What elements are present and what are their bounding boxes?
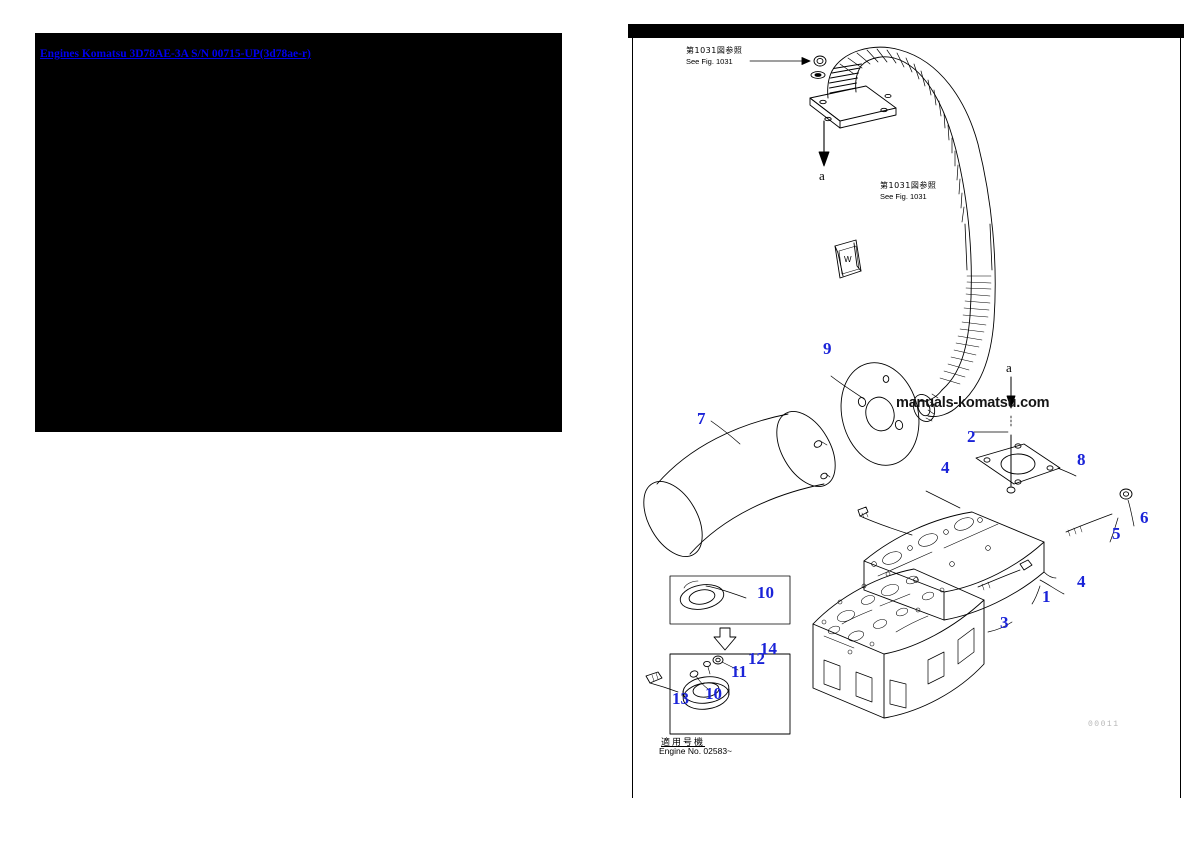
callout-4-upper[interactable]: 4 bbox=[941, 458, 950, 477]
see-fig-1031-mid-en: See Fig. 1031 bbox=[880, 192, 927, 201]
section-marker-a: a bbox=[819, 168, 825, 183]
diagram-top-band bbox=[628, 24, 1184, 38]
callout-11[interactable]: 11 bbox=[731, 662, 748, 681]
callout-4-lower[interactable]: 4 bbox=[1077, 572, 1086, 591]
callout-9[interactable]: 9 bbox=[823, 339, 832, 358]
document-viewer-panel: Engines Komatsu 3D78AE-3A S/N 00715-UP(3… bbox=[35, 33, 562, 432]
callout-6[interactable]: 6 bbox=[1140, 508, 1149, 527]
parts-diagram-panel: 第1031図参照 See Fig. 1031 第1031図参照 See Fig.… bbox=[628, 24, 1184, 799]
see-fig-1031-top-jp: 第1031図参照 bbox=[686, 46, 743, 55]
exhaust-system-exploded-drawing bbox=[643, 46, 1135, 735]
see-fig-1031-top-en: See Fig. 1031 bbox=[686, 57, 733, 66]
drawing-corner-code: 00011 bbox=[1088, 720, 1120, 729]
callout-8[interactable]: 8 bbox=[1077, 450, 1086, 469]
applicable-models-note-en: Engine No. 02583~ bbox=[659, 746, 733, 756]
callout-5[interactable]: 5 bbox=[1112, 524, 1121, 543]
watermark-text: manuals-komatsu.com bbox=[896, 395, 1050, 411]
applicable-models-note-jp: 適用号機 bbox=[661, 738, 706, 748]
callout-10-lower[interactable]: 10 bbox=[705, 684, 722, 703]
callout-2[interactable]: 2 bbox=[967, 427, 976, 446]
callout-1[interactable]: 1 bbox=[1042, 587, 1051, 606]
callout-12[interactable]: 12 bbox=[748, 649, 765, 668]
document-title-link[interactable]: Engines Komatsu 3D78AE-3A S/N 00715-UP(3… bbox=[40, 48, 311, 60]
diagram-frame-left-border bbox=[632, 38, 633, 798]
callout-3[interactable]: 3 bbox=[1000, 613, 1009, 632]
callout-7[interactable]: 7 bbox=[697, 409, 706, 428]
tag-marker-w: W bbox=[844, 255, 852, 264]
see-fig-1031-mid-jp: 第1031図参照 bbox=[880, 181, 937, 190]
callout-10-upper[interactable]: 10 bbox=[757, 583, 774, 602]
section-marker-a-lower: a bbox=[1006, 360, 1012, 375]
callout-14[interactable]: 14 bbox=[760, 639, 777, 658]
diagram-frame-right-border bbox=[1180, 38, 1181, 798]
callout-13[interactable]: 13 bbox=[672, 689, 689, 708]
